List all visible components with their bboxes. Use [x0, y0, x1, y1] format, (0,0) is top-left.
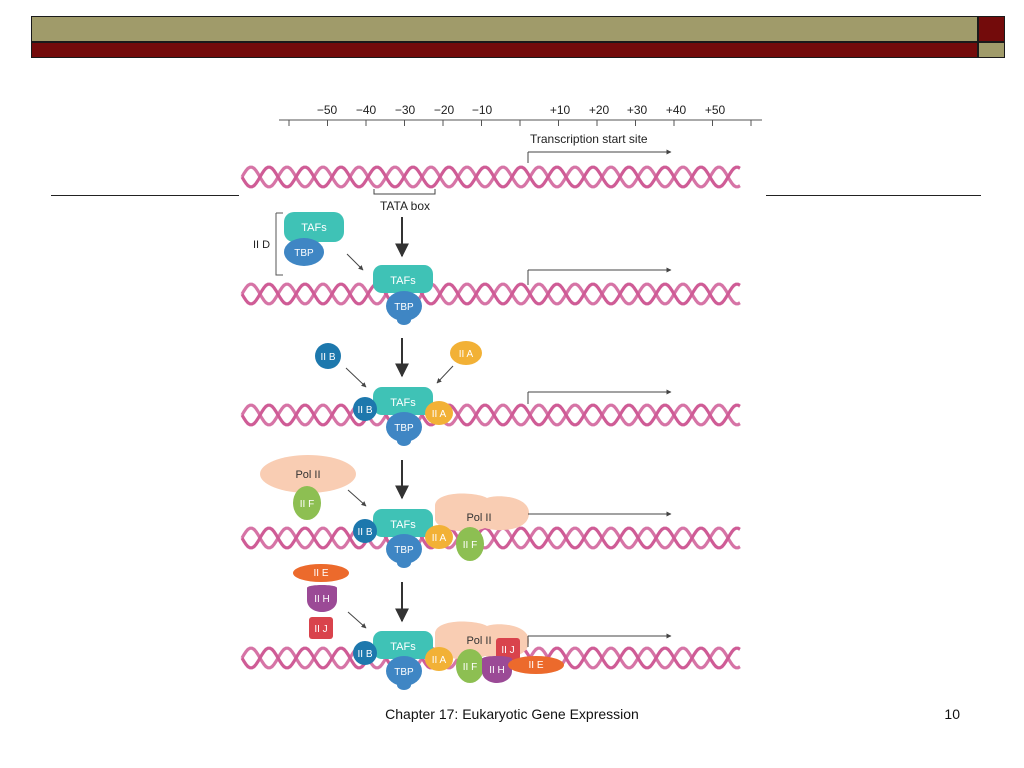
- transcription-start-arrow-5: [527, 633, 672, 647]
- svg-text:TAFs: TAFs: [390, 519, 416, 531]
- transcription-start-arrow-2: [527, 267, 672, 285]
- scale-tick-label: −20: [434, 103, 455, 117]
- footer-title: Chapter 17: Eukaryotic Gene Expression: [385, 706, 639, 722]
- svg-text:TBP: TBP: [394, 545, 414, 556]
- tbp-label: TBP: [294, 248, 314, 259]
- scale-tick-label: −10: [472, 103, 493, 117]
- svg-text:TBP: TBP: [394, 302, 414, 313]
- svg-text:TAFs: TAFs: [390, 641, 416, 653]
- iid-label: II D: [253, 239, 270, 251]
- svg-text:TAFs: TAFs: [390, 275, 416, 287]
- svg-text:II B: II B: [357, 649, 372, 660]
- free-tfiid: II D TAFs TBP: [253, 212, 364, 276]
- svg-text:II F: II F: [463, 662, 477, 673]
- header-corner-maroon: [978, 16, 1005, 42]
- tafs-shape: [284, 212, 344, 242]
- svg-text:II B: II B: [357, 405, 372, 416]
- complex-step-2: TAFs TBP: [373, 265, 433, 325]
- scale-tick-label: −40: [356, 103, 377, 117]
- scale-tick-label: −50: [317, 103, 338, 117]
- svg-text:II H: II H: [314, 594, 330, 605]
- svg-text:II E: II E: [313, 568, 328, 579]
- svg-text:II A: II A: [432, 655, 447, 666]
- transcription-initiation-diagram: −50 −40 −30 −20 −10 +10 +20 +30 +40 +50 Transcrip…: [240, 103, 762, 690]
- title-rule-left: [51, 195, 239, 196]
- dna-helix-4: [240, 526, 741, 550]
- svg-text:TAFs: TAFs: [390, 397, 416, 409]
- scale-tick-label: +10: [550, 103, 571, 117]
- svg-text:II J: II J: [314, 624, 327, 635]
- transcription-start-label: Transcription start site: [530, 132, 648, 146]
- complex-step-4: Pol II TAFs II B II A II F TBP: [353, 493, 529, 568]
- position-scale: −50 −40 −30 −20 −10 +10 +20 +30 +40 +50: [279, 103, 762, 126]
- header-bar-maroon: [31, 42, 978, 58]
- svg-text:II H: II H: [489, 665, 505, 676]
- scale-tick-label: −30: [395, 103, 416, 117]
- free-iie-iih-iij: II E II H II J: [293, 564, 367, 639]
- svg-text:II F: II F: [300, 499, 314, 510]
- svg-text:II F: II F: [463, 540, 477, 551]
- tata-box-bracket: TATA box: [373, 189, 436, 213]
- scale-tick-label: +50: [705, 103, 726, 117]
- transcription-start-arrow-3: [527, 389, 672, 404]
- page-number: 10: [944, 706, 960, 722]
- tafs-label: TAFs: [301, 222, 327, 234]
- header-bar-olive: [31, 16, 978, 42]
- free-iia: II A: [436, 341, 482, 384]
- svg-text:Pol II: Pol II: [466, 635, 491, 647]
- svg-text:II A: II A: [432, 533, 447, 544]
- svg-text:II A: II A: [459, 349, 474, 360]
- scale-tick-label: +40: [666, 103, 687, 117]
- title-rule-right: [766, 195, 981, 196]
- complex-step-5: Pol II II J TAFs II B II A II F II H II …: [353, 621, 564, 690]
- transcription-start-arrow-1: [527, 149, 672, 163]
- svg-text:II B: II B: [357, 527, 372, 538]
- scale-tick-label: +30: [627, 103, 648, 117]
- svg-text:II E: II E: [528, 660, 543, 671]
- dna-helix-1: [240, 165, 741, 189]
- free-iib: II B: [315, 343, 367, 388]
- tata-box-label: TATA box: [380, 199, 430, 213]
- svg-text:Pol II: Pol II: [466, 512, 491, 524]
- free-polii-iif: Pol II II F: [260, 455, 367, 520]
- tbp-shape: [284, 238, 324, 266]
- complex-step-3: TAFs II B II A TBP: [353, 387, 453, 446]
- svg-text:II J: II J: [501, 645, 514, 656]
- svg-text:TBP: TBP: [394, 667, 414, 678]
- scale-tick-label: +20: [589, 103, 610, 117]
- header-corner-olive: [978, 42, 1005, 58]
- svg-text:II A: II A: [432, 409, 447, 420]
- svg-text:TBP: TBP: [394, 423, 414, 434]
- dna-helix-2: [240, 282, 741, 306]
- dna-helix-3: [240, 403, 741, 427]
- svg-text:Pol II: Pol II: [295, 469, 320, 481]
- svg-text:II B: II B: [320, 352, 335, 363]
